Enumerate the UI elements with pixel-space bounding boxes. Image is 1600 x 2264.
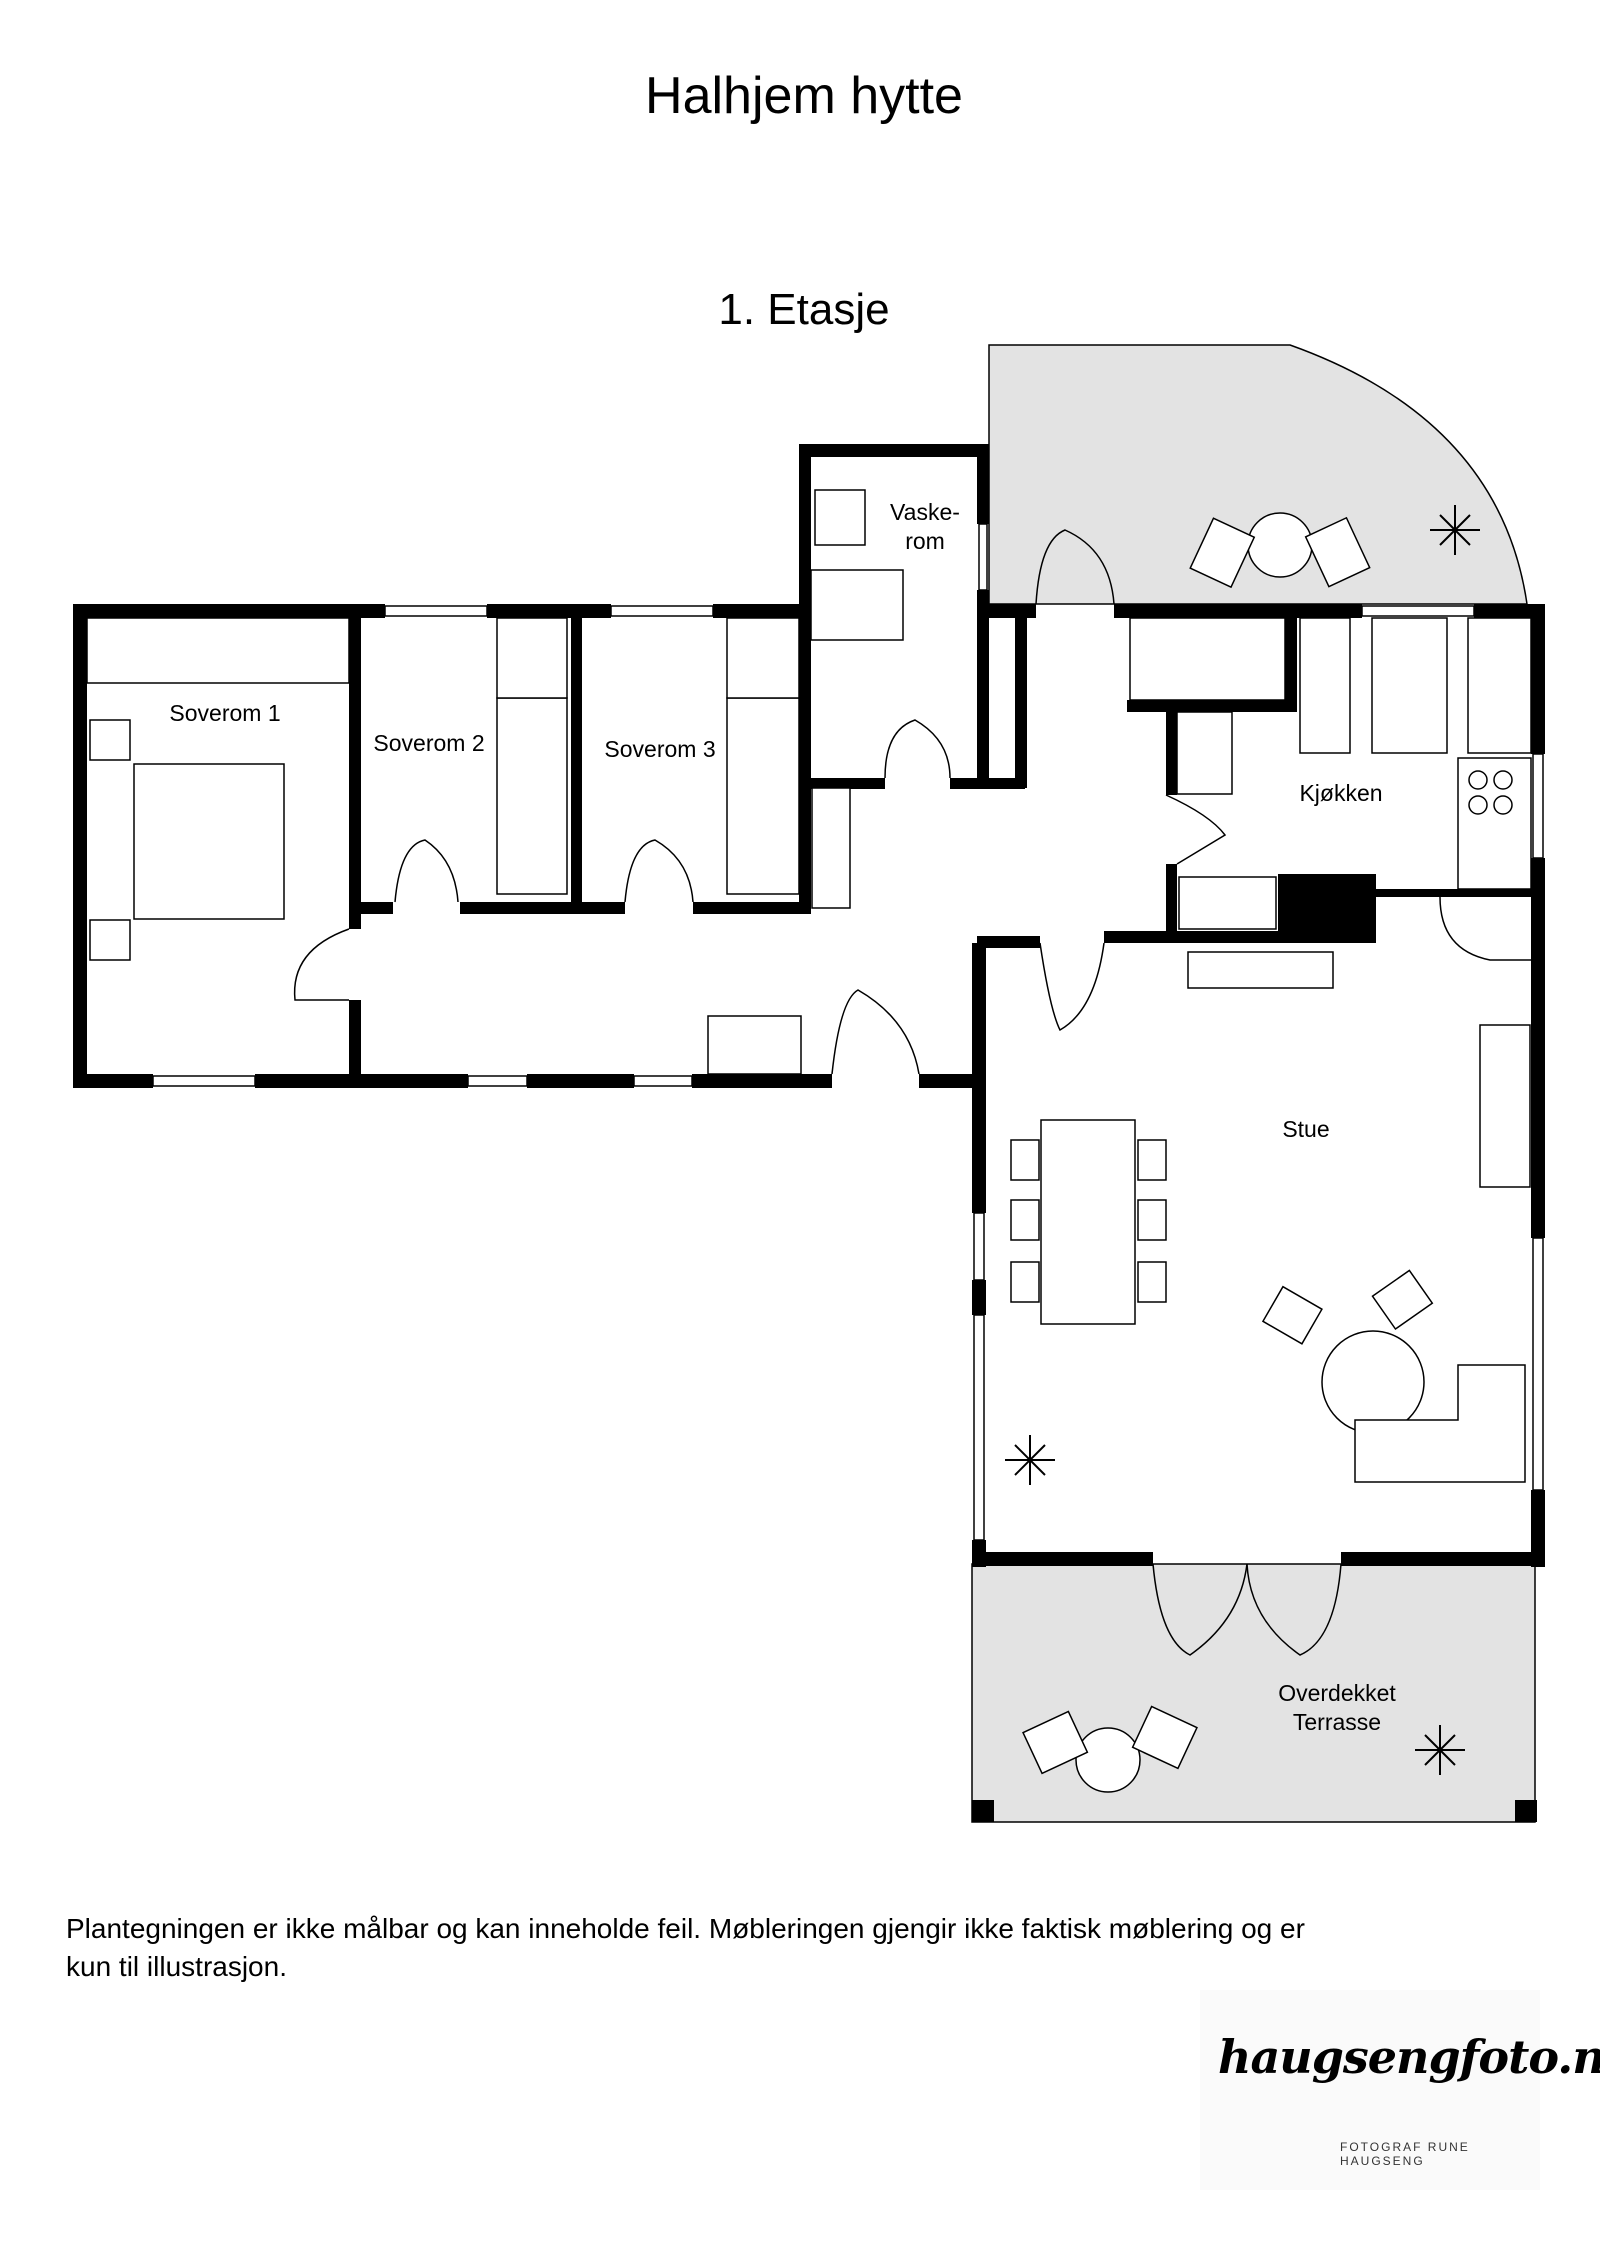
coffee-table <box>1321 1330 1425 1434</box>
plant-icon <box>1005 505 1480 1775</box>
nightstand <box>89 919 131 961</box>
room-label-terrasse-1: Overdekket <box>1278 1680 1396 1706</box>
dining-table <box>1040 1119 1136 1325</box>
room-label-kjokken: Kjøkken <box>1299 780 1382 806</box>
bunk-bed <box>496 697 568 895</box>
plan-title: Halhjem hytte <box>645 67 963 125</box>
sofa <box>1354 1364 1526 1483</box>
shower <box>810 569 904 641</box>
room-label-soverom-2: Soverom 2 <box>373 730 484 756</box>
terrace-post <box>1515 1800 1537 1822</box>
bed <box>133 763 285 920</box>
washbasin <box>814 489 866 546</box>
walls <box>73 444 1545 1567</box>
covered-terrace <box>971 1563 1536 1823</box>
stove-block <box>1278 874 1376 943</box>
floor-label: 1. Etasje <box>718 285 890 334</box>
patio-table <box>1247 512 1313 578</box>
sink <box>1178 876 1277 930</box>
room-label-terrasse-2: Terrasse <box>1293 1709 1381 1735</box>
room-label-vaskerom-2: rom <box>905 528 945 554</box>
photographer-logo: haugsengfoto.no FOTOGRAF RUNE HAUGSENG <box>1200 1990 1600 2190</box>
cabinet <box>811 787 851 909</box>
door-swings <box>293 529 1531 1656</box>
sideboard <box>1479 1024 1531 1188</box>
bunk-bed <box>726 697 800 895</box>
furniture <box>86 489 1532 1793</box>
room-label-soverom-1: Soverom 1 <box>169 700 280 726</box>
terrace-post <box>972 1800 994 1822</box>
room-label-soverom-3: Soverom 3 <box>604 736 715 762</box>
stairs <box>1129 617 1286 701</box>
terrace-table <box>1075 1727 1141 1793</box>
bench <box>707 1015 802 1075</box>
windows <box>152 523 1544 1541</box>
fireplace <box>1187 951 1334 989</box>
nightstand <box>89 719 131 761</box>
room-label-vaskerom-1: Vaske- <box>890 499 960 525</box>
patio-area <box>988 344 1528 605</box>
room-label-stue: Stue <box>1282 1116 1329 1142</box>
disclaimer-text: Plantegningen er ikke målbar og kan inne… <box>66 1913 1305 1982</box>
logo-wordmark: haugsengfoto.no <box>1218 2030 1600 2084</box>
counter <box>1299 617 1351 754</box>
fridge <box>1176 711 1233 795</box>
wardrobe <box>86 617 350 684</box>
logo-tagline: FOTOGRAF RUNE HAUGSENG <box>1340 2140 1470 2168</box>
